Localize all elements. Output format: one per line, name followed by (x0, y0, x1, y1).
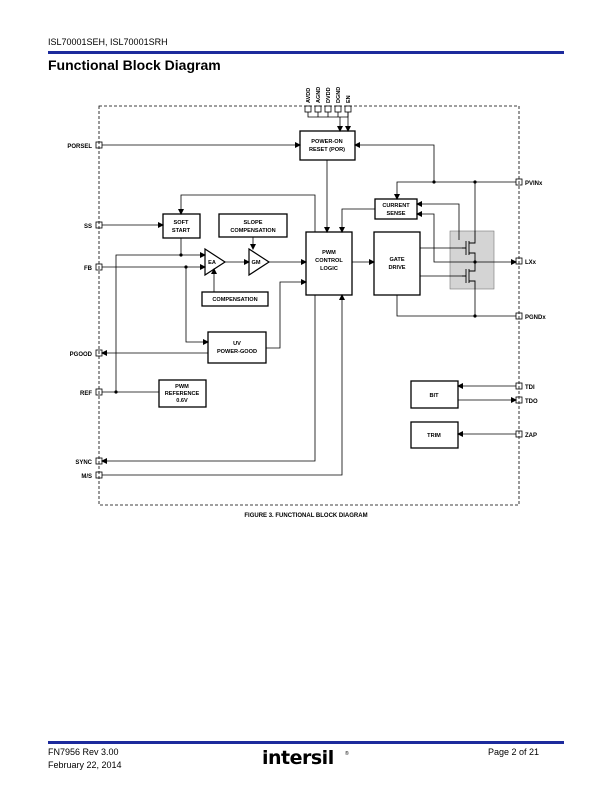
footer-page-number: Page 2 of 21 (488, 747, 540, 757)
pin-label-ref: REF (80, 391, 92, 397)
pin-label-ms: M/S (81, 474, 92, 480)
junction-dots (114, 180, 477, 394)
compensation-block (201, 291, 269, 307)
intersil-logo: intersil (262, 747, 334, 769)
footer-doc-rev: FN7956 Rev 3.00 (48, 747, 119, 757)
section-title: Functional Block Diagram (48, 57, 221, 73)
pin-label-tdo: TDO (525, 399, 538, 405)
pin-dgnd (334, 105, 342, 113)
pin-label-sync: SYNC (75, 460, 92, 466)
pin-label-ss: SS (84, 224, 92, 230)
por-label-1: POWER-ON (311, 139, 342, 145)
power-mosfets (462, 231, 476, 289)
footer-rule (48, 741, 564, 744)
pin-label-pgndx: PGNDx (525, 315, 546, 321)
pin-label-porsel: PORSEL (67, 144, 92, 150)
current-sense-label-2: SENSE (387, 211, 406, 217)
por-block (299, 130, 356, 161)
pwm-ref-label-1: PWM (175, 384, 189, 390)
compensation-label: COMPENSATION (212, 297, 257, 303)
pwm-ref-label-2: REFERENCE (165, 391, 200, 397)
pin-label-agnd: AGND (316, 87, 322, 103)
pwm-control-label-3: LOGIC (320, 266, 338, 272)
pin-label-en: EN (346, 95, 352, 103)
pin-label-fb: FB (84, 266, 93, 272)
soft-start-label-1: SOFT (174, 220, 189, 226)
logo-registered-mark: ® (345, 751, 349, 757)
header-part-numbers: ISL70001SEH, ISL70001SRH (48, 37, 168, 47)
slope-comp-label-2: COMPENSATION (230, 228, 275, 234)
pwm-ref-label-3: 0.6V (176, 398, 188, 404)
bit-block (410, 380, 459, 409)
pin-label-lxx: LXx (525, 260, 537, 266)
soft-start-block (162, 213, 201, 239)
chip-boundary (98, 105, 520, 506)
pin-label-zap: ZAP (525, 433, 537, 439)
pwm-control-label-2: CONTROL (315, 258, 343, 264)
gm-label: GM (251, 260, 260, 266)
pin-avdd (304, 105, 312, 113)
figure-caption: FIGURE 3. FUNCTIONAL BLOCK DIAGRAM (244, 513, 368, 519)
pin-label-dgnd: DGND (336, 87, 342, 103)
header-rule (48, 51, 564, 54)
pin-label-tdi: TDI (525, 385, 535, 391)
soft-start-label-2: START (172, 228, 191, 234)
pin-en (344, 105, 352, 113)
bit-label: BIT (429, 393, 439, 399)
power-stage-shade (449, 230, 495, 290)
pin-label-pvinx: PVINx (525, 181, 543, 187)
ea-label: EA (208, 260, 216, 266)
pwm-control-label-1: PWM (322, 250, 336, 256)
gate-drive-block (373, 231, 421, 296)
trim-label: TRIM (427, 433, 441, 439)
pwm-reference-block (158, 379, 207, 408)
slope-comp-label-1: SLOPE (244, 220, 263, 226)
current-sense-label-1: CURRENT (382, 203, 410, 209)
gate-drive-label-1: GATE (389, 257, 404, 263)
uv-label-2: POWER-GOOD (217, 349, 257, 355)
gate-drive-label-2: DRIVE (388, 265, 405, 271)
pin-dvdd (324, 105, 332, 113)
pin-label-avdd: AVDD (306, 88, 312, 103)
pin-agnd (314, 105, 322, 113)
pin-label-pgood: PGOOD (70, 352, 93, 358)
por-label-2: RESET (POR) (309, 147, 345, 153)
uv-label-1: UV (233, 341, 241, 347)
pin-label-dvdd: DVDD (326, 87, 332, 103)
uv-power-good-block (207, 331, 267, 364)
footer-date: February 22, 2014 (48, 760, 122, 770)
